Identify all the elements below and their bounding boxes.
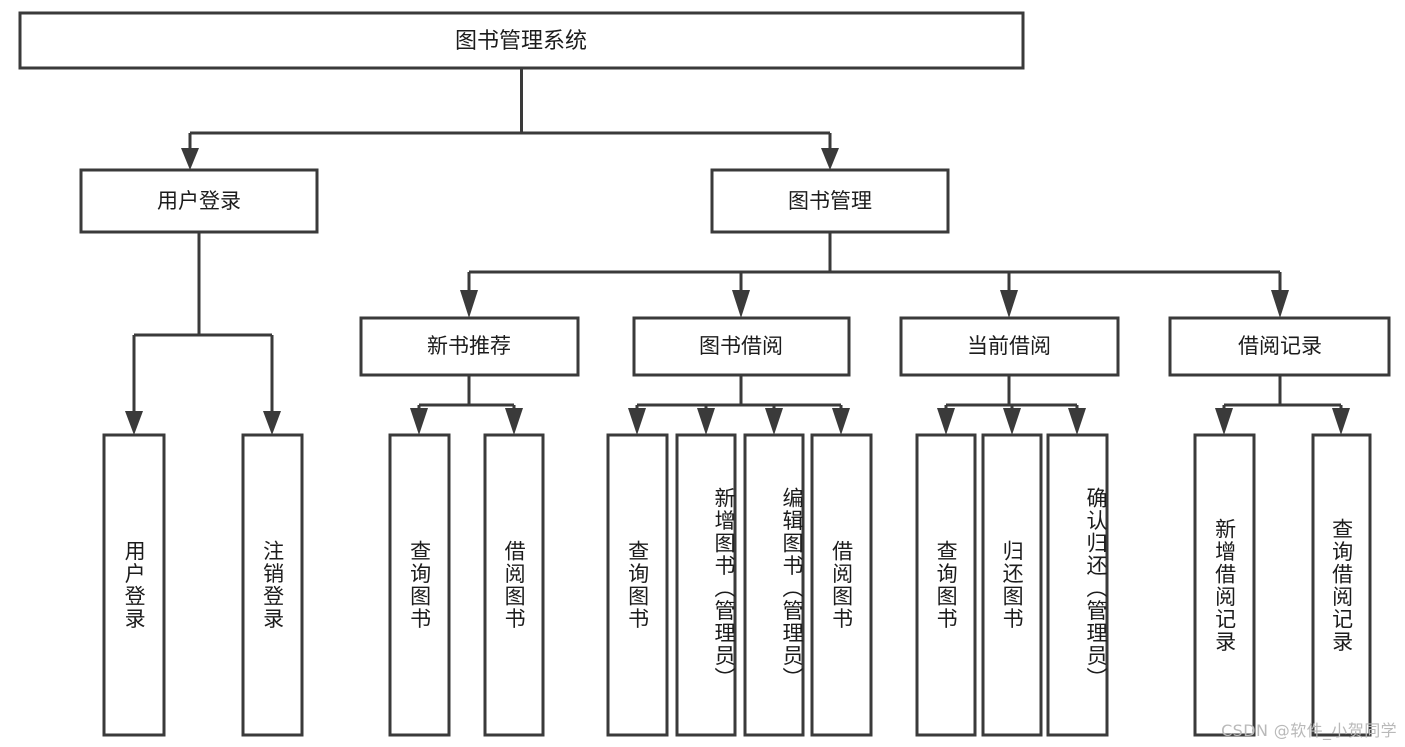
connector-root-to-level2	[181, 68, 839, 170]
leaf-label-confirm-return: 确认归还（管理员）	[1084, 486, 1108, 690]
connector-userlogin-to-leaves	[125, 232, 281, 435]
arrow-head-icon	[410, 408, 428, 435]
leaf-label-add-borrow-record: 新增借阅记录	[1212, 517, 1237, 653]
csdn-watermark: CSDN @软件_小贺同学	[1221, 721, 1397, 740]
leaf-box-borrow-book-2[interactable]	[810, 433, 873, 737]
leaf-label-query-book-newbook: 查询图书	[407, 540, 432, 630]
arrow-head-icon	[937, 408, 955, 435]
leaf-box-query-book-3[interactable]	[915, 433, 977, 737]
node-borrow-record[interactable]: 借阅记录	[1168, 316, 1391, 377]
leaf-label-return-book: 归还图书	[1000, 540, 1025, 630]
arrow-head-icon	[181, 148, 199, 170]
arrow-head-icon	[263, 411, 281, 435]
leaf-box-edit-book[interactable]	[743, 433, 805, 737]
leaf-box-add-book[interactable]	[675, 433, 737, 737]
arrow-head-icon	[125, 411, 143, 435]
node-book-borrow[interactable]: 图书借阅	[632, 316, 851, 377]
leaf-label-user-login: 用户登录	[122, 540, 147, 630]
leaf-label-query-book-current: 查询图书	[934, 540, 959, 630]
arrow-head-icon	[1068, 408, 1086, 435]
leaf-box-user-login[interactable]	[102, 433, 166, 737]
node-user-login-label: 用户登录	[157, 189, 241, 213]
node-root[interactable]: 图书管理系统	[18, 11, 1025, 70]
leaf-label-logout: 注销登录	[260, 540, 285, 630]
connector-currentborrow-to-leaves	[937, 375, 1086, 435]
connector-borrowrecord-to-leaves	[1215, 375, 1350, 435]
node-new-book-recommend[interactable]: 新书推荐	[359, 316, 580, 377]
leaf-label-borrow-book-borrow: 借阅图书	[829, 540, 854, 630]
leaf-box-query-book-1[interactable]	[388, 433, 451, 737]
arrow-head-icon	[1215, 408, 1233, 435]
leaf-label-add-book: 新增图书（管理员）	[712, 486, 736, 690]
connector-bookmgmt-to-level3	[460, 232, 1289, 318]
arrow-head-icon	[1271, 290, 1289, 318]
leaf-box-return-book[interactable]	[981, 433, 1043, 737]
node-current-borrow-label: 当前借阅	[967, 334, 1051, 358]
node-current-borrow[interactable]: 当前借阅	[899, 316, 1120, 377]
node-book-borrow-label: 图书借阅	[699, 334, 783, 358]
connector-newbook-to-leaves	[410, 375, 523, 435]
leaf-box-logout[interactable]	[241, 433, 304, 737]
arrow-head-icon	[832, 408, 850, 435]
connector-bookborrow-to-leaves	[628, 375, 850, 435]
node-borrow-record-label: 借阅记录	[1238, 334, 1322, 358]
arrow-head-icon	[732, 290, 750, 318]
leaf-box-add-record[interactable]	[1193, 433, 1256, 737]
node-book-management[interactable]: 图书管理	[710, 168, 950, 234]
leaf-box-confirm-return[interactable]	[1046, 433, 1109, 737]
node-root-label: 图书管理系统	[455, 29, 587, 54]
arrow-head-icon	[1000, 290, 1018, 318]
leaf-label-query-borrow-record: 查询借阅记录	[1329, 517, 1354, 653]
arrow-head-icon	[765, 408, 783, 435]
node-new-book-recommend-label: 新书推荐	[427, 334, 511, 358]
node-user-login[interactable]: 用户登录	[79, 168, 319, 234]
leaf-label-edit-book: 编辑图书（管理员）	[780, 486, 804, 690]
leaf-box-query-record[interactable]	[1311, 433, 1372, 737]
arrow-head-icon	[628, 408, 646, 435]
arrow-head-icon	[697, 408, 715, 435]
leaf-label-borrow-book-newbook: 借阅图书	[502, 540, 527, 630]
arrow-head-icon	[1003, 408, 1021, 435]
leaf-boxes	[102, 433, 1372, 737]
arrow-head-icon	[505, 408, 523, 435]
leaf-label-query-book-borrow: 查询图书	[625, 540, 650, 630]
arrow-head-icon	[1332, 408, 1350, 435]
arrow-head-icon	[821, 148, 839, 170]
leaf-box-borrow-book-1[interactable]	[483, 433, 545, 737]
node-book-management-label: 图书管理	[788, 189, 872, 213]
leaf-box-query-book-2[interactable]	[606, 433, 669, 737]
arrow-head-icon	[460, 290, 478, 318]
